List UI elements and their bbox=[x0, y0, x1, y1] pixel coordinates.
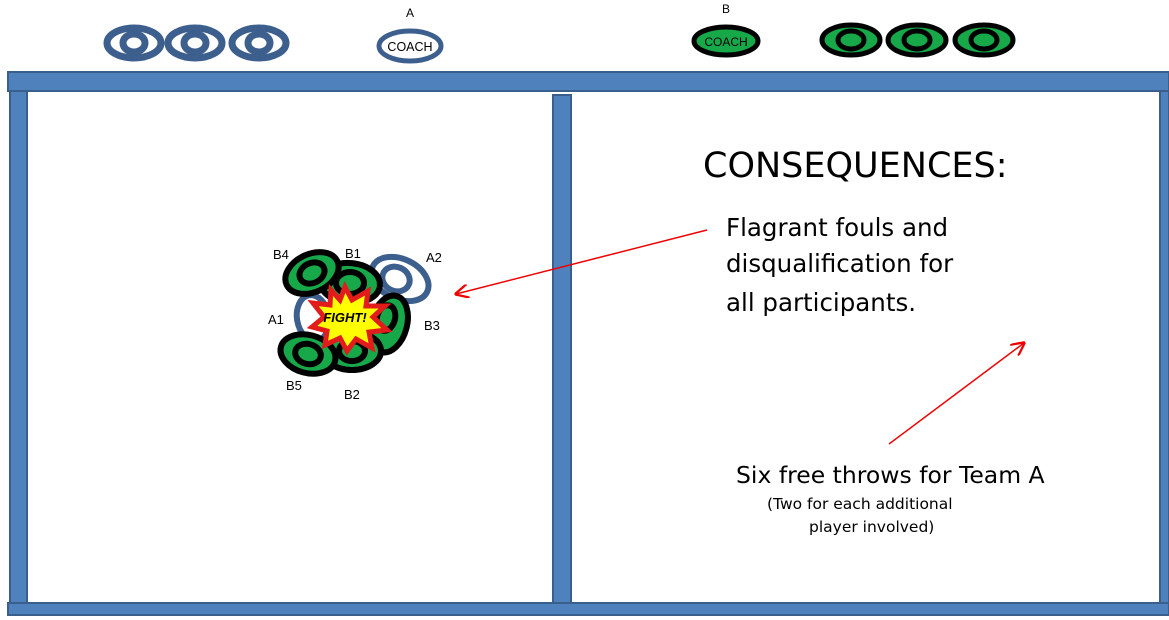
fight-burst bbox=[306, 281, 393, 356]
player-label-b5: B5 bbox=[286, 378, 302, 393]
player-label-b1: B1 bbox=[345, 246, 361, 261]
player-label-b3: B3 bbox=[424, 318, 440, 333]
arrow-to-fight bbox=[456, 229, 708, 294]
team-b-coach bbox=[691, 24, 761, 58]
player-label-a2: A2 bbox=[426, 250, 442, 265]
free-throws-note-line: player involved) bbox=[809, 518, 935, 536]
player-label-b2: B2 bbox=[344, 387, 360, 402]
team-b-bench-player bbox=[819, 22, 883, 58]
flagrant-text-line: disqualification for bbox=[726, 249, 954, 278]
court-bottom-sideline bbox=[7, 602, 1169, 616]
flagrant-text-line: Flagrant fouls and bbox=[726, 213, 949, 242]
court-half-court-line bbox=[552, 94, 572, 607]
team-a-bench bbox=[103, 24, 444, 64]
court-top-sideline bbox=[7, 71, 1169, 92]
team-a-coach-letter: A bbox=[406, 6, 414, 20]
court-left-baseline bbox=[9, 90, 28, 607]
team-a-bench-player bbox=[228, 24, 290, 62]
fight-label: FIGHT! bbox=[323, 310, 367, 325]
free-throws-text: Six free throws for Team A bbox=[736, 461, 1045, 489]
flagrant-text-line: all participants. bbox=[726, 288, 916, 317]
team-a-bench-player bbox=[103, 24, 165, 62]
team-a-coach-label: COACH bbox=[387, 40, 432, 54]
player-b5-token bbox=[277, 331, 339, 377]
court bbox=[7, 71, 1169, 616]
team-b-bench-player bbox=[952, 22, 1016, 58]
team-b-coach-label: COACH bbox=[704, 35, 747, 49]
team-b-bench bbox=[691, 22, 1016, 58]
player-label-b4: B4 bbox=[273, 247, 289, 262]
arrow-to-flagrant-text bbox=[888, 343, 1024, 445]
team-a-coach bbox=[376, 28, 444, 64]
team-a-bench-player bbox=[164, 24, 226, 62]
consequences-heading: CONSEQUENCES: bbox=[703, 146, 1008, 186]
court-right-baseline bbox=[1159, 90, 1169, 607]
player-label-a1: A1 bbox=[268, 312, 284, 327]
team-b-bench-player bbox=[885, 22, 949, 58]
free-throws-note-line: (Two for each additional bbox=[767, 495, 953, 513]
team-b-coach-letter: B bbox=[722, 2, 730, 16]
fight-cluster: FIGHT! bbox=[277, 249, 432, 377]
player-b4-token bbox=[282, 249, 342, 297]
